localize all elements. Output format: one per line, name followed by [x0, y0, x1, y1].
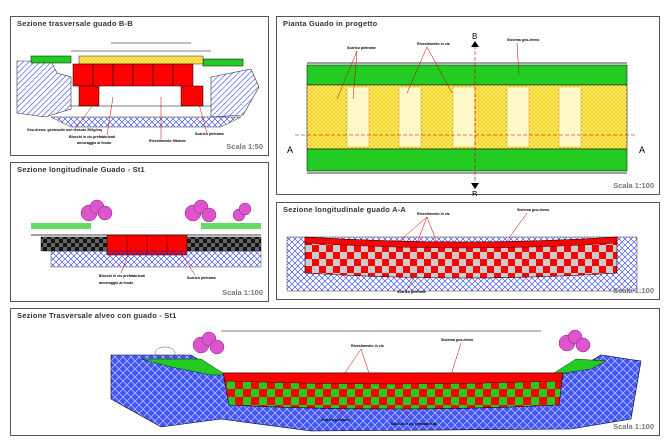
svg-text:Sistema geo-dreno: Sistema geo-dreno — [517, 208, 550, 212]
longitudinal-a-a-drawing: Rivestimento in cls Sistema geo-dreno Sc… — [286, 208, 638, 294]
panel-scale: Scala 1:100 — [613, 181, 654, 190]
marker-b-top: B — [472, 32, 477, 41]
svg-text:Sistema geo-dreno: Sistema geo-dreno — [507, 38, 540, 42]
svg-text:Blocchi in cls prefabbricati: Blocchi in cls prefabbricati — [69, 135, 115, 139]
svg-text:Sistema geo-dreno: Sistema geo-dreno — [441, 338, 474, 342]
panel-title: Sezione longitudinale Guado - St1 — [17, 165, 145, 174]
panel-title: Sezione trasversale guado B-B — [17, 19, 133, 28]
panel-title: Pianta Guado in progetto — [283, 19, 378, 28]
svg-text:Scarico pietrame: Scarico pietrame — [347, 46, 376, 50]
svg-text:ancoraggio al fondo: ancoraggio al fondo — [77, 141, 112, 145]
panel-longitudinal-a-a: Sezione longitudinale guado A-A Rivestim… — [276, 202, 660, 300]
longitudinal-st1-drawing: Blocchi in cls prefabbricati ancoraggio … — [31, 199, 262, 285]
svg-text:ancoraggio al fondo: ancoraggio al fondo — [99, 281, 134, 285]
svg-text:Scarico pietrame: Scarico pietrame — [187, 276, 216, 280]
panel-scale: Scala 1:100 — [222, 288, 263, 297]
panel-scale: Scala 1:100 — [613, 422, 654, 431]
panel-scale: Scala 1:100 — [613, 286, 654, 295]
panel-scale: Scala 1:50 — [226, 142, 263, 151]
section-arrow-icon — [471, 41, 479, 189]
panel-transverse-riverbed: Sezione Trasversale alveo con guado - St… — [10, 308, 660, 436]
svg-text:Blocchi in cls prefabbricati: Blocchi in cls prefabbricati — [391, 422, 437, 426]
section-b-b-drawing: Geo-dreno: geotessile non tessuto 500g/m… — [16, 42, 260, 145]
tree-symbol-icon — [80, 199, 252, 223]
svg-text:Rivestimento in cls: Rivestimento in cls — [417, 42, 450, 46]
svg-text:Scarico pietrame: Scarico pietrame — [321, 418, 350, 422]
panel-plan-view: Pianta Guado in progetto B B — [276, 16, 660, 196]
marker-a-right: A — [639, 145, 645, 155]
svg-text:Rivestimento filtrante: Rivestimento filtrante — [149, 139, 186, 143]
svg-text:Rivestimento in cls: Rivestimento in cls — [351, 344, 384, 348]
svg-text:Scarico pietrame: Scarico pietrame — [397, 290, 426, 294]
panel-title: Sezione longitudinale guado A-A — [283, 205, 407, 214]
panel-section-b-b: Sezione trasversale guado B-B — [10, 16, 269, 156]
marker-b-bottom: B — [472, 190, 477, 196]
svg-text:Geo-dreno: geotessile non tess: Geo-dreno: geotessile non tessuto 500g/m… — [27, 128, 102, 132]
panel-title: Sezione Trasversale alveo con guado - St… — [17, 311, 177, 320]
panel-longitudinal-st1: Sezione longitudinale Guado - St1 — [10, 162, 269, 302]
svg-text:Blocchi in cls prefabbricati: Blocchi in cls prefabbricati — [99, 274, 145, 278]
svg-text:Rivestimento in cls: Rivestimento in cls — [417, 212, 450, 216]
plan-view-drawing: B B A A Scarico pietrame Rivestimento in… — [287, 32, 645, 196]
svg-text:Scarico pietrame: Scarico pietrame — [195, 132, 224, 136]
transverse-riverbed-drawing: Rivestimento in cls Sistema geo-dreno Sc… — [110, 329, 642, 432]
tree-symbol-icon — [192, 329, 591, 355]
marker-a-left: A — [287, 145, 293, 155]
